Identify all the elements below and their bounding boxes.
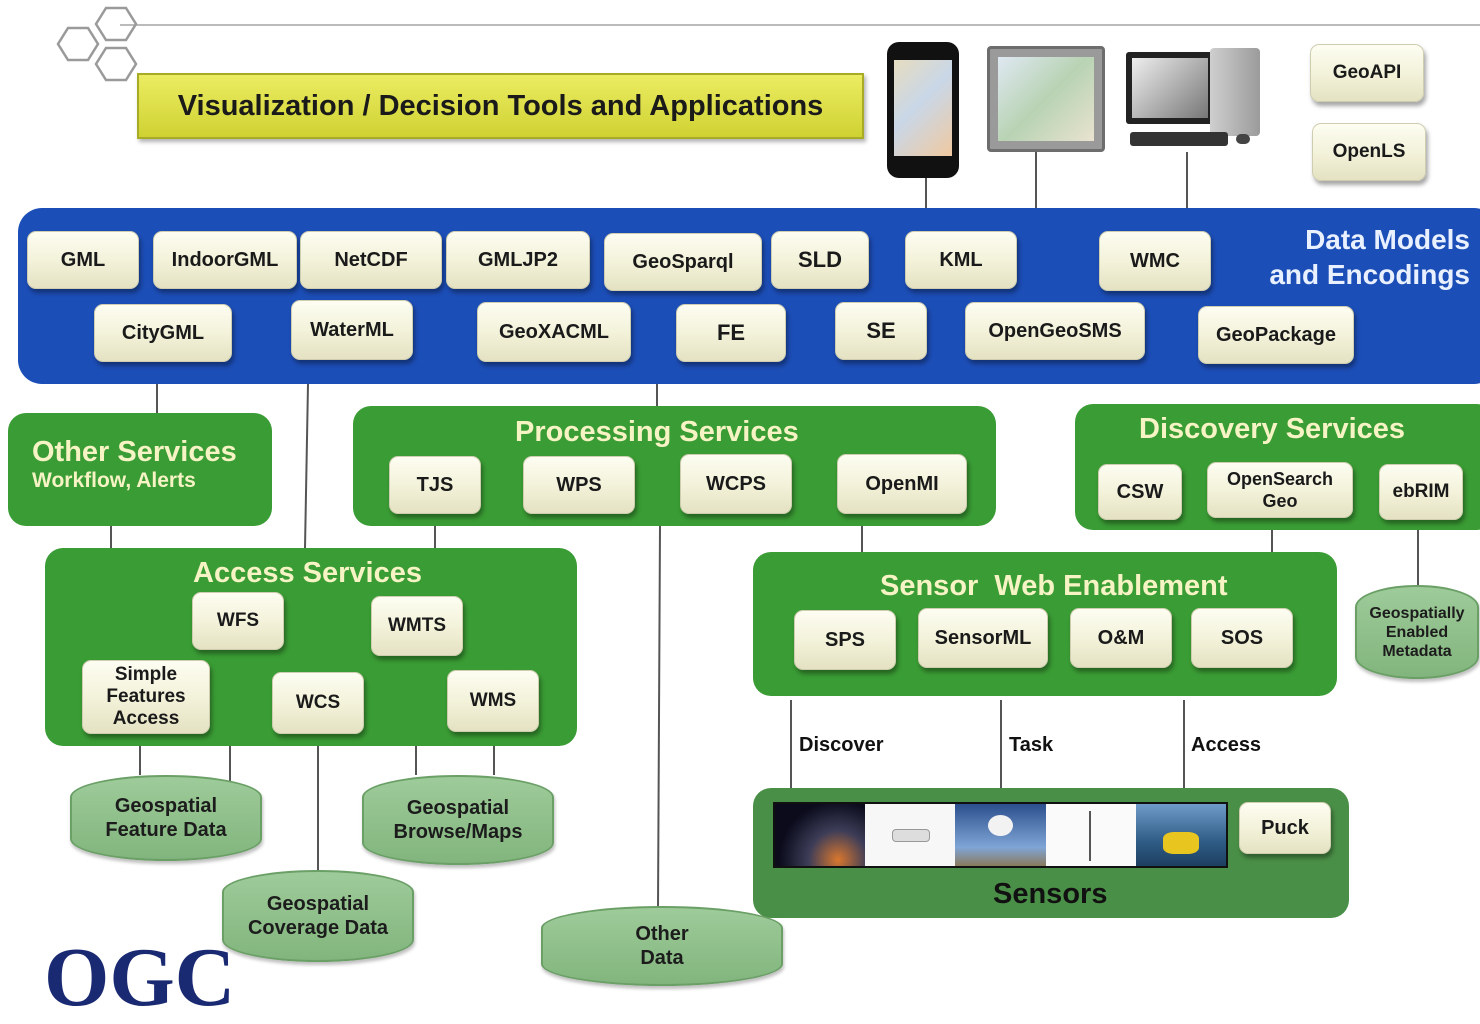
data-models-title-line2: and Encodings: [1269, 259, 1470, 290]
openmi-box: OpenMI: [837, 454, 967, 514]
sensor-photo-strip: [773, 802, 1228, 868]
geopackage-box: GeoPackage: [1198, 306, 1354, 364]
sensorml-box: SensorML: [918, 608, 1048, 668]
geoapi-box: GeoAPI: [1310, 44, 1424, 102]
connector-lines: [110, 24, 1480, 909]
geospatial-browse-maps-store: Geospatial Browse/Maps: [362, 775, 554, 865]
geoxacml-box: GeoXACML: [477, 302, 631, 362]
sos-box: SOS: [1191, 608, 1293, 668]
gmljp2-box: GMLJP2: [446, 231, 590, 289]
ebrim-box: ebRIM: [1379, 464, 1463, 520]
discover-label: Discover: [799, 734, 884, 756]
kml-box: KML: [905, 231, 1017, 289]
citygml-box: CityGML: [94, 304, 232, 362]
data-models-title-line1: Data Models: [1305, 224, 1470, 255]
openls-box: OpenLS: [1312, 123, 1426, 181]
geospatial-feature-data-store: Geospatial Feature Data: [70, 775, 262, 861]
wmts-box: WMTS: [371, 596, 463, 656]
netcdf-box: NetCDF: [300, 231, 442, 289]
se-box: SE: [835, 302, 927, 360]
sensors-title: Sensors: [993, 878, 1108, 910]
geosparql-box: GeoSparql: [604, 233, 762, 291]
puck-box: Puck: [1239, 802, 1331, 854]
waterml-box: WaterML: [291, 300, 413, 360]
geospatial-coverage-data-store: Geospatial Coverage Data: [222, 870, 414, 962]
wcs-box: WCS: [272, 672, 364, 734]
desktop-computer-icon: [1118, 48, 1268, 153]
ogc-logo-text: OGC: [44, 931, 236, 1024]
tjs-box: TJS: [389, 456, 481, 514]
opengeosms-box: OpenGeoSMS: [965, 302, 1145, 360]
processing-services-title: Processing Services: [515, 416, 799, 448]
wcps-box: WCPS: [680, 454, 792, 514]
sld-box: SLD: [771, 231, 869, 289]
wmc-box: WMC: [1099, 231, 1211, 291]
access-services-title: Access Services: [193, 557, 422, 589]
weather-mast-photo: [1045, 804, 1136, 866]
geospatially-enabled-metadata-store: Geospatially Enabled Metadata: [1355, 585, 1479, 679]
weather-station-photo: [955, 804, 1046, 866]
smartphone-icon: [887, 42, 959, 178]
tablet-icon: [987, 46, 1105, 152]
buoy-photo: [1135, 804, 1227, 866]
other-data-store: Other Data: [541, 906, 783, 986]
hexagon-logo-icon: [56, 6, 138, 82]
gml-box: GML: [27, 231, 139, 289]
other-services-panel: [8, 413, 272, 526]
fe-box: FE: [676, 304, 786, 362]
other-services-title: Other Services: [32, 436, 237, 468]
sensor-web-enablement-title: Sensor Web Enablement: [880, 570, 1228, 602]
discovery-services-title: Discovery Services: [1139, 413, 1406, 445]
data-models-title: Data Models and Encodings: [1269, 222, 1470, 292]
wms-box: WMS: [447, 670, 539, 732]
indoorgml-box: IndoorGML: [153, 231, 297, 289]
simple-features-access-box: Simple Features Access: [82, 660, 210, 734]
opensearch-geo-box: OpenSearch Geo: [1207, 462, 1353, 518]
csw-box: CSW: [1098, 464, 1182, 520]
wps-box: WPS: [523, 456, 635, 514]
access-label: Access: [1191, 734, 1262, 756]
om-box: O&M: [1070, 608, 1172, 668]
satellite-photo: [775, 804, 866, 866]
visualization-banner: Visualization / Decision Tools and Appli…: [137, 73, 864, 139]
task-label: Task: [1009, 734, 1054, 756]
drone-photo: [865, 804, 956, 866]
other-services-subtitle: Workflow, Alerts: [32, 469, 196, 492]
wfs-box: WFS: [192, 592, 284, 650]
sps-box: SPS: [794, 610, 896, 670]
